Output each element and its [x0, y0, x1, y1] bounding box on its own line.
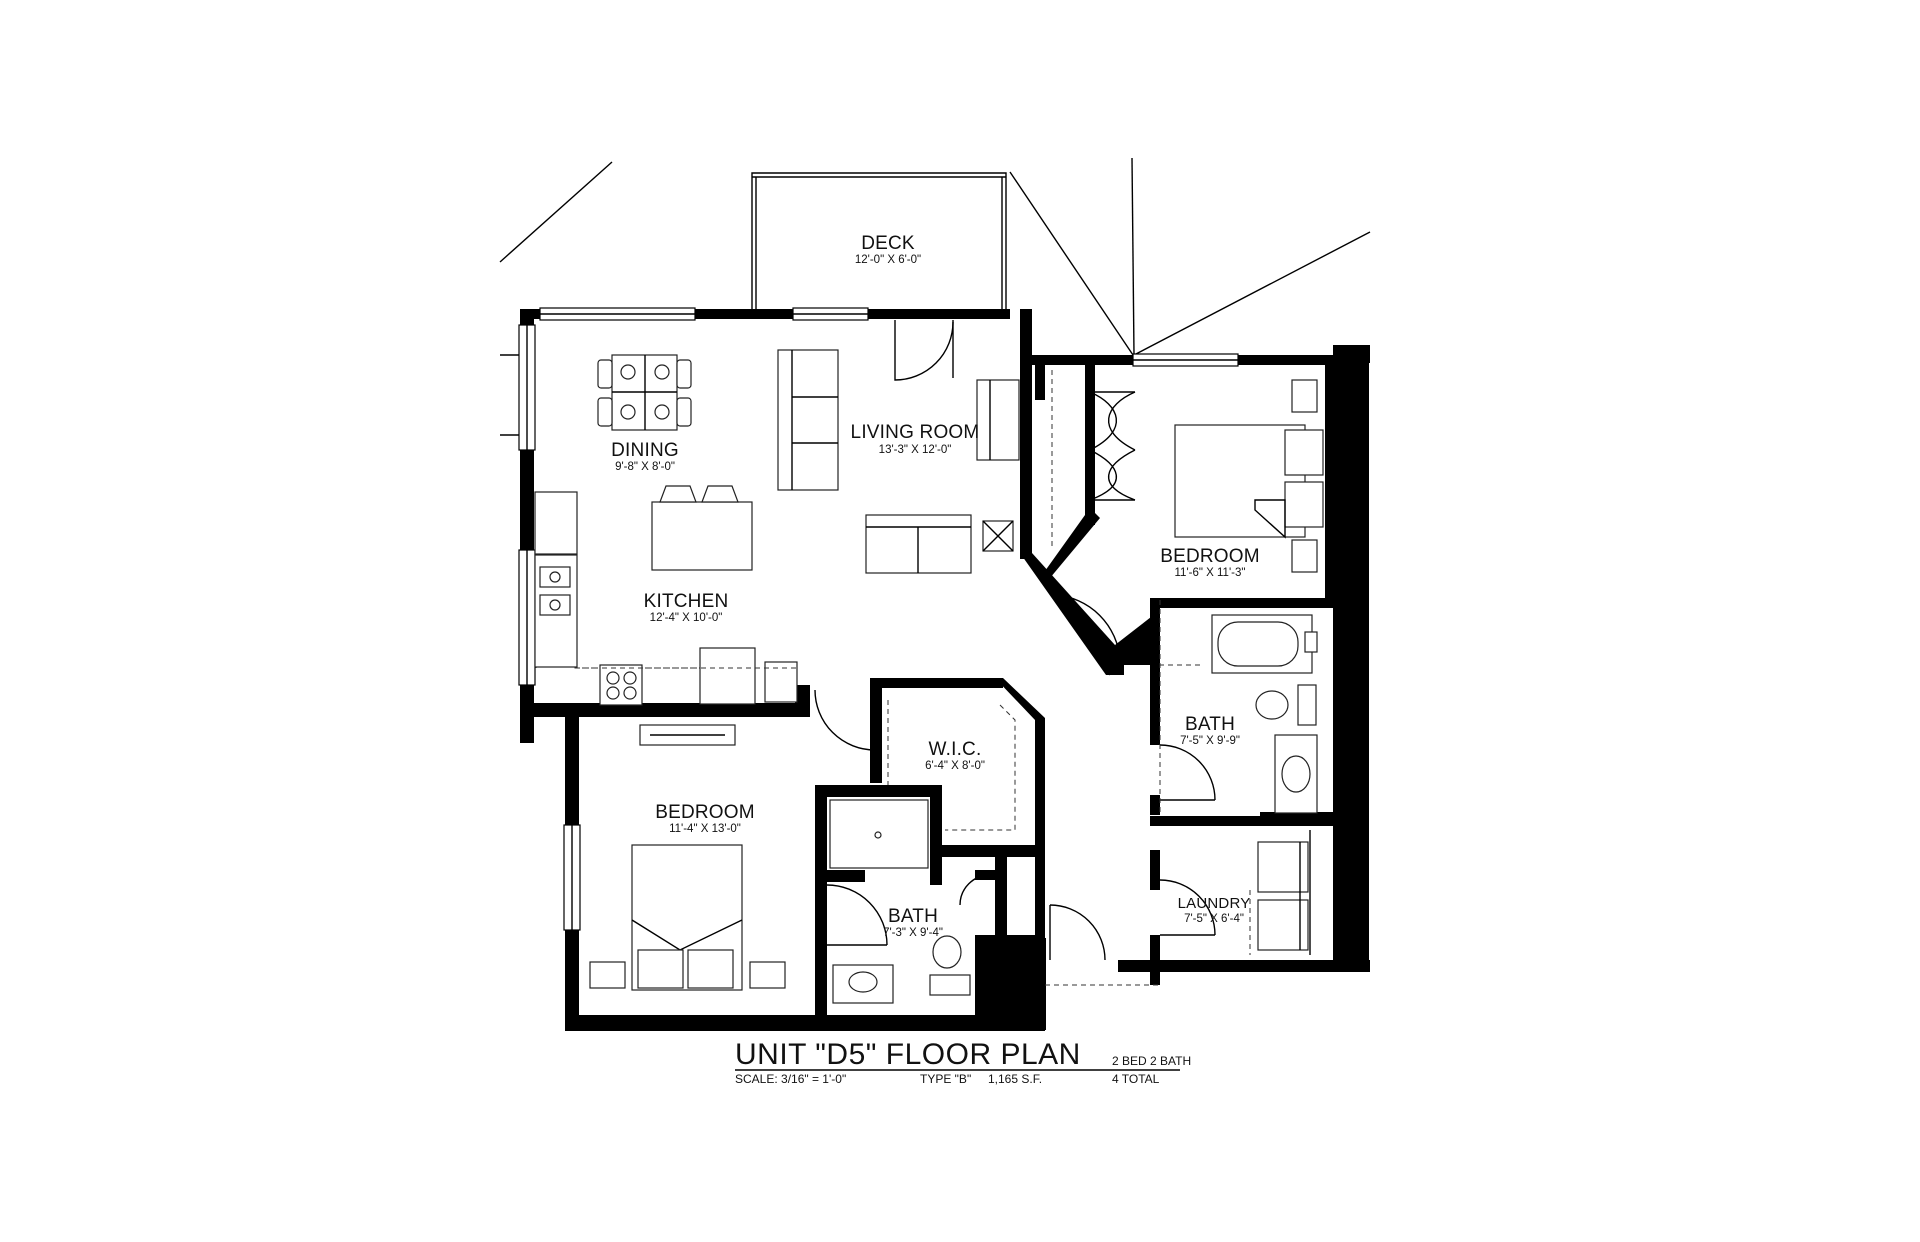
doors — [814, 320, 1216, 986]
laundry-fixtures — [1257, 830, 1311, 955]
kitchen-name: KITCHEN — [644, 591, 729, 612]
property-lines — [499, 157, 1371, 356]
kitchen-island — [651, 485, 753, 571]
laundry-name: LAUNDRY — [1178, 895, 1251, 912]
kitchen-counters — [534, 491, 800, 706]
deck — [751, 172, 1007, 314]
living-name: LIVING ROOM — [851, 422, 980, 443]
bath2-fixtures — [829, 799, 971, 1004]
bath2-name: BATH — [888, 906, 938, 927]
bedroom2-name: BEDROOM — [655, 802, 755, 823]
wic-dim: 6'-4" X 8'-0" — [925, 760, 985, 772]
wic-name: W.I.C. — [929, 739, 982, 760]
room-labels: DECK 12'-0" X 6'-0" DINING 9'-8" X 8'-0"… — [611, 233, 1260, 939]
bath1-dim: 7'-5" X 9'-9" — [1180, 735, 1240, 747]
bath2-dim: 7'-3" X 9'-4" — [883, 927, 943, 939]
kitchen-dim: 12'-4" X 10'-0" — [650, 612, 723, 624]
bedroom2-furniture — [589, 724, 786, 991]
dining-table — [597, 354, 692, 431]
plan-type: TYPE "B" — [920, 1072, 971, 1086]
walls — [520, 309, 1370, 1031]
laundry-dim: 7'-5" X 6'-4" — [1184, 913, 1244, 925]
plan-title: UNIT "D5" FLOOR PLAN — [735, 1038, 1081, 1071]
bath1-fixtures — [1211, 614, 1318, 814]
plan-area: 1,165 S.F. — [988, 1072, 1042, 1086]
bedroom1-dim: 11'-6" X 11'-3" — [1175, 567, 1246, 579]
bedroom1-name: BEDROOM — [1160, 546, 1260, 567]
plan-scale: SCALE: 3/16" = 1'-0" — [735, 1072, 846, 1086]
deck-dim: 12'-0" X 6'-0" — [855, 254, 921, 266]
bedroom2-dim: 11'-4" X 13'-0" — [669, 823, 741, 835]
bath1-name: BATH — [1185, 714, 1235, 735]
title-block: UNIT "D5" FLOOR PLAN 2 BED 2 BATH SCALE:… — [735, 1038, 1191, 1086]
deck-name: DECK — [861, 233, 915, 254]
plan-beds-baths: 2 BED 2 BATH — [1112, 1054, 1191, 1068]
living-furniture — [777, 349, 1020, 574]
bedroom1-furniture — [1174, 379, 1324, 573]
plan-count: 4 TOTAL — [1112, 1072, 1160, 1086]
living-dim: 13'-3" X 12'-0" — [879, 444, 952, 456]
dining-name: DINING — [611, 440, 679, 461]
windows — [500, 307, 1239, 931]
dining-dim: 9'-8" X 8'-0" — [615, 461, 675, 473]
